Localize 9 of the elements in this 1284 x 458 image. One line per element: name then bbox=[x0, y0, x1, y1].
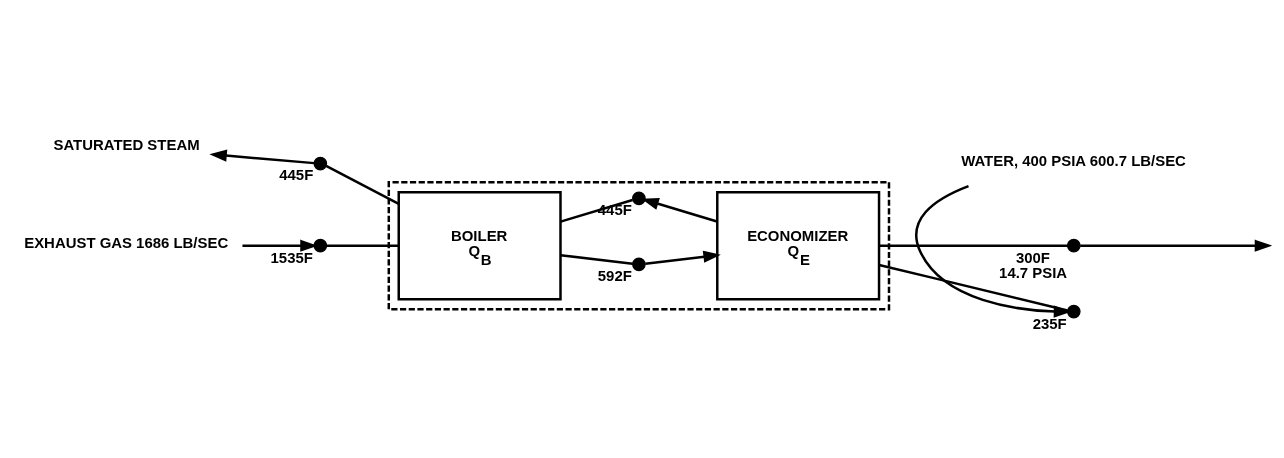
node-text: WATER, 400 PSIA 600.7 LB/SEC bbox=[961, 151, 1186, 169]
node-label: 300F bbox=[1015, 248, 1050, 266]
node-label: 592F bbox=[597, 266, 632, 284]
node-text: EXHAUST GAS 1686 LB/SEC bbox=[24, 233, 229, 251]
node-label: 14.7 PSIA bbox=[999, 263, 1068, 281]
node-label: 445F bbox=[279, 165, 314, 183]
node-text: SATURATED STEAM bbox=[53, 135, 200, 153]
node-label: 235F bbox=[1032, 314, 1067, 332]
node-label: 1535F bbox=[270, 248, 313, 266]
